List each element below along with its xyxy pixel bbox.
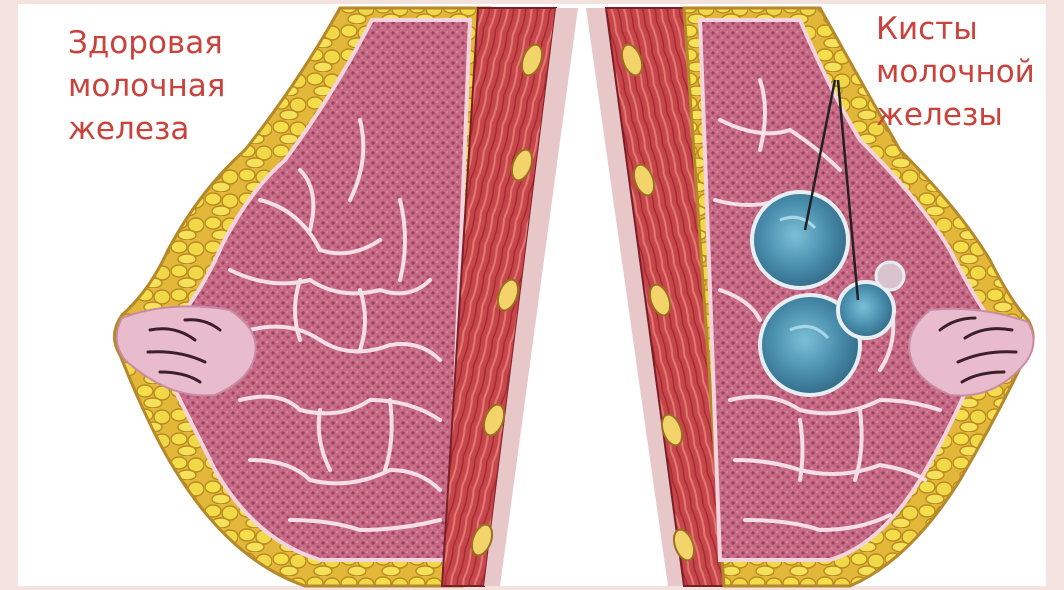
label-gland-cysts: Кисты молочной железы [876,8,1035,137]
label-cysts-line-3: железы [876,94,1035,137]
cyst-icon [752,192,848,288]
label-cysts-line-2: молочной [876,51,1035,94]
label-cysts-line-1: Кисты [876,8,1035,51]
label-healthy-line-1: Здоровая [68,22,225,65]
label-healthy-line-2: молочная [68,65,225,108]
label-healthy-line-3: железа [68,108,225,151]
label-healthy-gland: Здоровая молочная железа [68,22,225,151]
